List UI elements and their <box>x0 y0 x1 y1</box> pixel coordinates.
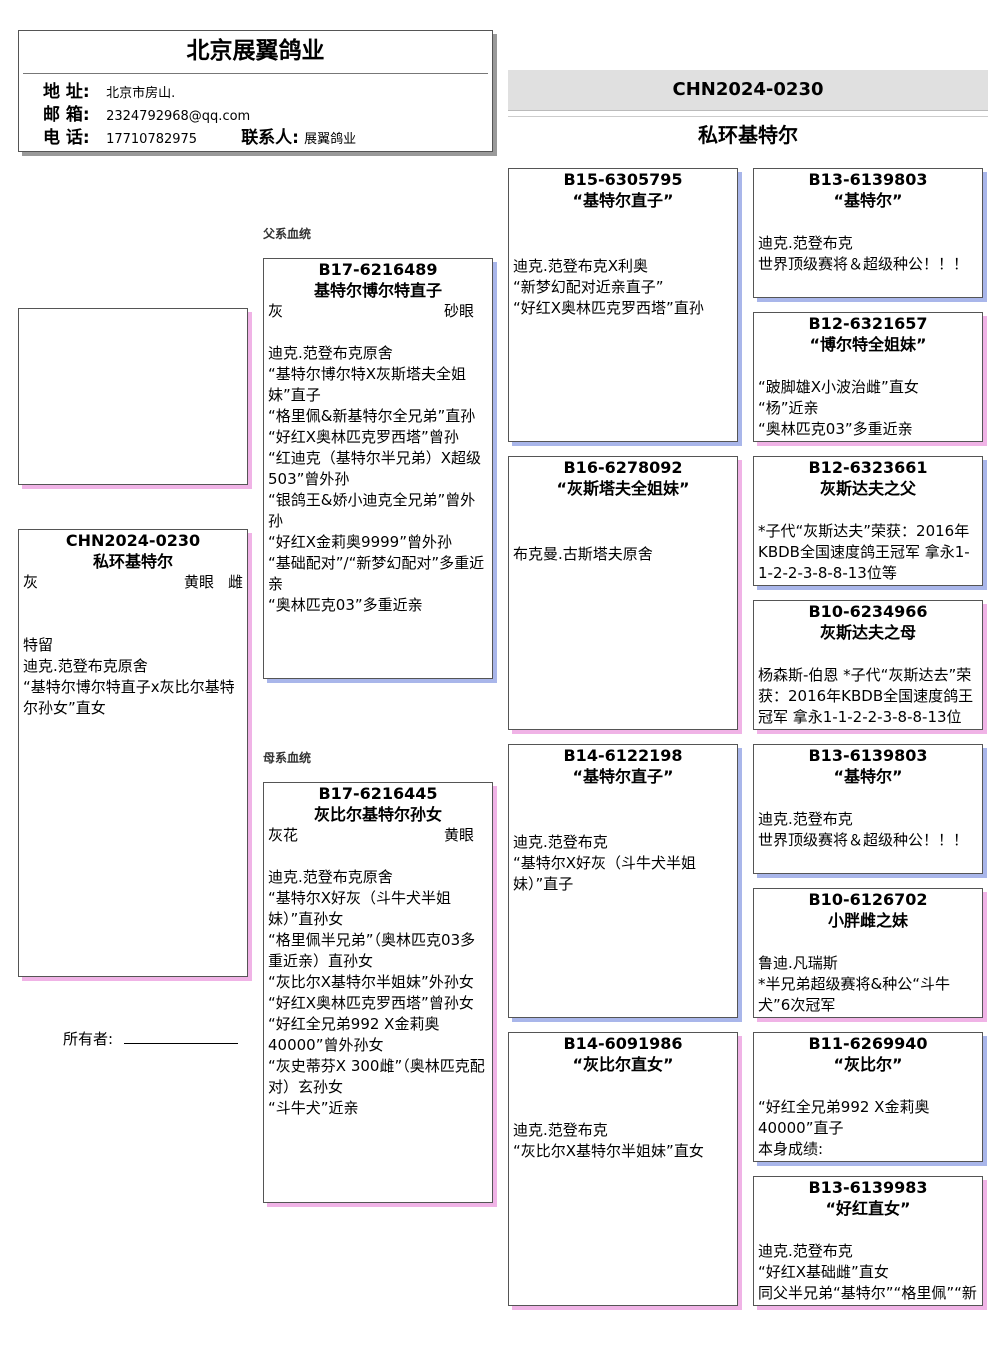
ggp-card-4: B10-6234966 灰斯达夫之母 杨森斯-伯恩 *子代“灰斯达去”荣获：20… <box>753 600 983 730</box>
subject-attrs: 灰 黄眼雌 <box>19 572 247 593</box>
owner-line: 所有者: <box>63 1028 238 1049</box>
ggp-card-2: B12-6321657 “博尔特全姐妹” “跛脚雄X小波治雌”直女 “杨”近亲 … <box>753 312 983 442</box>
sire-color: 灰 <box>268 302 284 320</box>
phone-value: 17710782975 <box>106 132 198 147</box>
pedigree-ring: B14-6122198 <box>563 746 683 765</box>
pedigree-notes: 布克曼.古斯塔夫原舍 <box>513 545 653 563</box>
dam-color: 灰花 <box>268 826 299 844</box>
ggp-card-1: B13-6139803 “基特尔” 迪克.范登布克 世界顶级赛将＆超级种公！！！ <box>753 168 983 298</box>
owner-blank <box>123 1043 238 1044</box>
pedigree-ring: B13-6139803 <box>808 746 928 765</box>
pedigree-ring: B14-6091986 <box>563 1034 683 1053</box>
sire-ring: B17-6216489 <box>318 260 438 279</box>
ggp-card-8: B13-6139983 “好红直女” 迪克.范登布克 “好红X基础雌”直女 同父… <box>753 1176 983 1306</box>
contact-label: 联系人: <box>241 128 299 148</box>
dam-attrs: 灰花 黄眼 <box>264 825 492 846</box>
granddam-paternal-card: B16-6278092 “灰斯塔夫全姐妹” 布克曼.古斯塔夫原舍 <box>508 456 738 730</box>
pedigree-name: “灰斯塔夫全姐妹” <box>556 479 690 498</box>
pedigree-notes: 杨森斯-伯恩 *子代“灰斯达去”荣获：2016年KBDB全国速度鸽王冠军 拿永1… <box>758 666 974 726</box>
pedigree-name: 小胖雌之妹 <box>827 911 908 930</box>
pedigree-ring: B10-6126702 <box>808 890 928 909</box>
top-bird-name: 私环基特尔 <box>508 116 988 153</box>
ggp-card-7: B11-6269940 “灰比尔” “好红全兄弟992 X金莉奥40000”直子… <box>753 1032 983 1162</box>
phone-row: 电 话: 17710782975 联系人: 展翼鸽业 <box>43 127 492 150</box>
header-divider <box>23 73 488 74</box>
subject-eye: 黄眼 <box>183 573 214 591</box>
pedigree-ring: B10-6234966 <box>808 602 928 621</box>
sire-section-label: 父系血统 <box>263 227 312 241</box>
top-ring-number: CHN2024-0230 <box>672 79 824 100</box>
pedigree-name: “灰比尔直女” <box>572 1055 674 1074</box>
dam-card: B17-6216445 灰比尔基特尔孙女 灰花 黄眼 迪克.范登布克原舍 “基特… <box>263 782 493 1203</box>
pedigree-notes: 鲁迪.凡瑞斯 *半兄弟超级赛将&种公“斗牛犬”6次冠军 <box>758 954 950 1014</box>
photo-frame <box>18 308 248 485</box>
pedigree-name: 灰斯达夫之父 <box>819 479 916 498</box>
subject-notes: 特留 迪克.范登布克原舍 “基特尔博尔特直子x灰比尔基特尔孙女”直女 <box>23 636 235 717</box>
subject-card: CHN2024-0230 私环基特尔 灰 黄眼雌 特留 迪克.范登布克原舍 “基… <box>18 529 248 977</box>
company-name: 北京展翼鸽业 <box>186 38 325 64</box>
pedigree-name: “基特尔” <box>833 191 903 210</box>
ggp-card-6: B10-6126702 小胖雌之妹 鲁迪.凡瑞斯 *半兄弟超级赛将&种公“斗牛犬… <box>753 888 983 1018</box>
email-label: 邮 箱: <box>43 105 90 125</box>
top-ring-banner: CHN2024-0230 <box>508 70 988 111</box>
grandsire-paternal-card: B15-6305795 “基特尔直子” 迪克.范登布克X利奥 “新梦幻配对近亲直… <box>508 168 738 442</box>
pedigree-ring: B11-6269940 <box>808 1034 928 1053</box>
pedigree-notes: 迪克.范登布克 “好红X基础雌”直女 同父半兄弟“基特尔”“格里佩”“新 <box>758 1242 977 1302</box>
pedigree-notes: 迪克.范登布克X利奥 “新梦幻配对近亲直子” “好红X奥林匹克罗西塔”直孙 <box>513 257 704 317</box>
pedigree-notes: 迪克.范登布克 “灰比尔X基特尔半姐妹”直女 <box>513 1121 704 1160</box>
sire-notes: 迪克.范登布克原舍 “基特尔博尔特X灰斯塔夫全姐妹”直子 “格里佩&新基特尔全兄… <box>268 344 485 614</box>
pedigree-name: “灰比尔” <box>833 1055 903 1074</box>
pedigree-notes: “跛脚雄X小波治雌”直女 “杨”近亲 “奥林匹克03”多重近亲 <box>758 378 919 438</box>
sire-card: B17-6216489 基特尔博尔特直子 灰 砂眼 迪克.范登布克原舍 “基特尔… <box>263 258 493 679</box>
subject-ring: CHN2024-0230 <box>65 531 201 550</box>
owner-label: 所有者: <box>63 1030 114 1048</box>
address-value: 北京市房山. <box>106 86 176 101</box>
grandsire-maternal-card: B14-6122198 “基特尔直子” 迪克.范登布克 “基特尔X好灰（斗牛犬半… <box>508 744 738 1018</box>
dam-section-label: 母系血统 <box>263 751 312 765</box>
pedigree-name: “基特尔直子” <box>572 767 674 786</box>
pedigree-ring: B15-6305795 <box>563 170 683 189</box>
subject-name: 私环基特尔 <box>92 552 173 571</box>
header-card: 北京展翼鸽业 地 址: 北京市房山. 邮 箱: 2324792968@qq.co… <box>18 30 493 152</box>
pedigree-notes: 迪克.范登布克 世界顶级赛将＆超级种公！！！ <box>758 234 969 273</box>
pedigree-name: “好红直女” <box>825 1199 911 1218</box>
email-row: 邮 箱: 2324792968@qq.com <box>43 104 492 127</box>
dam-name: 灰比尔基特尔孙女 <box>313 805 442 824</box>
dam-ring: B17-6216445 <box>318 784 438 803</box>
pedigree-name: “博尔特全姐妹” <box>809 335 927 354</box>
pedigree-ring: B12-6323661 <box>808 458 928 477</box>
pedigree-name: “基特尔” <box>833 767 903 786</box>
pedigree-name: “基特尔直子” <box>572 191 674 210</box>
dam-notes: 迪克.范登布克原舍 “基特尔X好灰（斗牛犬半姐妹）”直孙女 “格里佩半兄弟”（奥… <box>268 868 485 1117</box>
granddam-maternal-card: B14-6091986 “灰比尔直女” 迪克.范登布克 “灰比尔X基特尔半姐妹”… <box>508 1032 738 1306</box>
pedigree-ring: B13-6139983 <box>808 1178 928 1197</box>
pedigree-ring: B16-6278092 <box>563 458 683 477</box>
dam-eye: 黄眼 <box>443 826 474 844</box>
address-label: 地 址: <box>43 82 90 102</box>
subject-sex: 雌 <box>227 573 243 591</box>
pedigree-notes: 迪克.范登布克 世界顶级赛将＆超级种公！！！ <box>758 810 969 849</box>
address-row: 地 址: 北京市房山. <box>43 81 492 104</box>
contact-value: 展翼鸽业 <box>304 132 357 147</box>
pedigree-name: 灰斯达夫之母 <box>819 623 916 642</box>
pedigree-ring: B12-6321657 <box>808 314 928 333</box>
sire-name: 基特尔博尔特直子 <box>313 281 442 300</box>
email-value: 2324792968@qq.com <box>106 109 251 124</box>
pedigree-ring: B13-6139803 <box>808 170 928 189</box>
pedigree-notes: “好红全兄弟992 X金莉奥40000”直子 本身成绩: <box>758 1098 930 1158</box>
subject-color: 灰 <box>23 573 39 591</box>
sire-eye: 砂眼 <box>443 302 474 320</box>
sire-attrs: 灰 砂眼 <box>264 301 492 322</box>
ggp-card-3: B12-6323661 灰斯达夫之父 *子代“灰斯达夫”荣获：2016年KBDB… <box>753 456 983 586</box>
pedigree-notes: *子代“灰斯达夫”荣获：2016年KBDB全国速度鸽王冠军 拿永1-1-2-2-… <box>758 522 970 582</box>
pedigree-notes: 迪克.范登布克 “基特尔X好灰（斗牛犬半姐妹）”直子 <box>513 833 697 893</box>
phone-label: 电 话: <box>43 128 90 148</box>
ggp-card-5: B13-6139803 “基特尔” 迪克.范登布克 世界顶级赛将＆超级种公！！！ <box>753 744 983 874</box>
